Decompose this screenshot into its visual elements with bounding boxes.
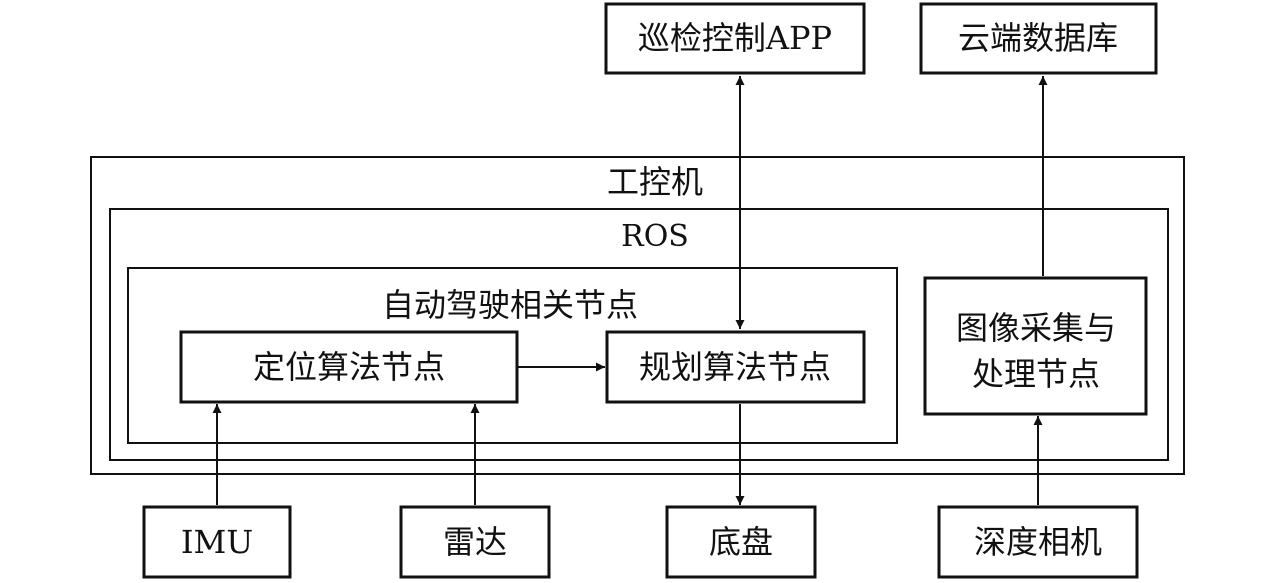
depth-camera-box xyxy=(937,505,1139,579)
cloud-db-box xyxy=(919,2,1158,75)
patrol-app-box xyxy=(604,2,866,75)
imu-label: IMU xyxy=(181,523,253,561)
radar-label: 雷达 xyxy=(443,523,507,561)
radar-box xyxy=(399,505,551,579)
image-processing-label-line1: 图像采集与 xyxy=(956,309,1116,347)
autodrive-container xyxy=(127,267,898,444)
ipc-container xyxy=(90,156,1185,475)
planning-node-label: 规划算法节点 xyxy=(639,348,831,386)
imu-box xyxy=(142,505,292,579)
chassis-label: 底盘 xyxy=(709,523,773,561)
depth-camera-label: 深度相机 xyxy=(974,523,1102,561)
localization-node-label: 定位算法节点 xyxy=(253,348,445,386)
image-processing-label-line2: 处理节点 xyxy=(972,355,1100,393)
patrol-app-label: 巡检控制APP xyxy=(638,19,832,57)
cloud-db-label: 云端数据库 xyxy=(958,19,1118,57)
autodrive-label: 自动驾驶相关节点 xyxy=(382,286,638,324)
planning-node xyxy=(605,330,866,404)
ros-label: ROS xyxy=(621,219,689,254)
ros-container xyxy=(109,208,1169,461)
chassis-box xyxy=(665,505,817,579)
image-processing-node xyxy=(923,276,1148,416)
ipc-label: 工控机 xyxy=(607,163,703,201)
localization-node xyxy=(179,330,519,404)
